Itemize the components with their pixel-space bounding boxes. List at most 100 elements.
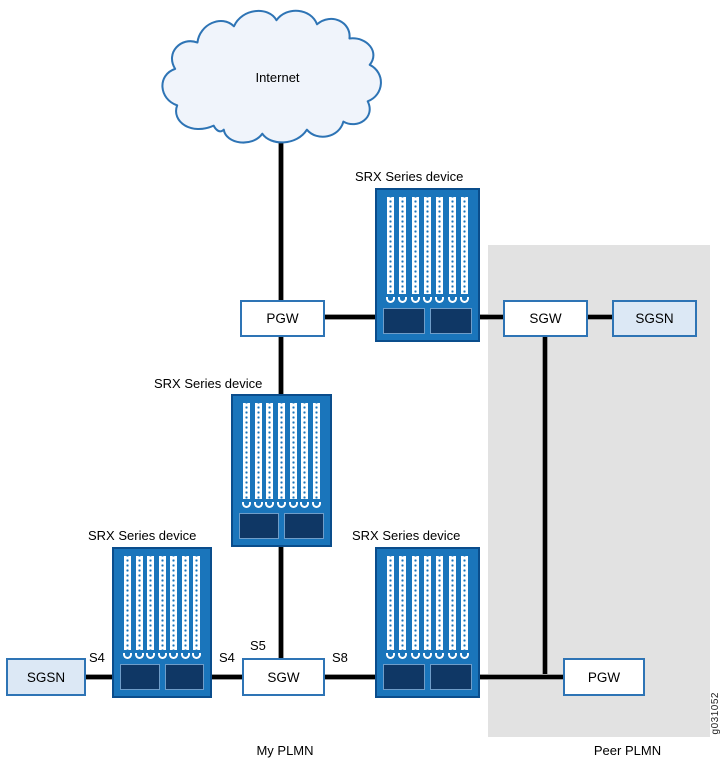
device-slot: [180, 556, 190, 659]
srx-device-label-top: SRX Series device: [355, 169, 464, 184]
slot-handle-icon: [146, 653, 155, 659]
internet-label: Internet: [255, 70, 300, 85]
device-slot: [447, 197, 457, 303]
slot-card: [289, 403, 297, 499]
slot-card: [312, 403, 320, 499]
node-pgw-bottom: PGW: [563, 658, 645, 696]
device-slot: [134, 556, 144, 659]
slot-handle-icon: [169, 653, 178, 659]
device-slot: [459, 197, 469, 303]
device-slot: [242, 403, 251, 508]
device-slot: [459, 556, 469, 659]
slot-handle-icon: [422, 653, 432, 659]
device-slot: [447, 556, 457, 659]
slot-handle-icon: [265, 502, 275, 508]
slot-handle-icon: [398, 297, 408, 303]
link-sgw-pgw-right: [542, 318, 548, 676]
interface-label-s4-left: S4: [89, 650, 105, 665]
slot-handle-icon: [288, 502, 298, 508]
device-slot: [410, 197, 420, 303]
slot-card: [170, 556, 177, 650]
slot-card: [423, 197, 431, 294]
slot-card: [193, 556, 200, 650]
device-slot: [311, 403, 321, 508]
srx-device-top: [375, 188, 480, 342]
device-slot: [169, 556, 178, 659]
device-base-cell: [120, 664, 160, 690]
srx-device-label-bottom-left: SRX Series device: [88, 528, 197, 543]
slot-card: [399, 197, 407, 294]
slot-card: [266, 403, 274, 499]
device-slots: [239, 401, 324, 508]
slot-card: [423, 556, 431, 650]
node-sgsn-bottom: SGSN: [6, 658, 86, 696]
device-slot: [265, 403, 275, 508]
slot-handle-icon: [192, 653, 201, 659]
device-slot: [146, 556, 155, 659]
device-slot: [422, 197, 432, 303]
srx-device-label-bottom-right: SRX Series device: [352, 528, 461, 543]
slot-card: [448, 197, 456, 294]
slot-handle-icon: [180, 653, 190, 659]
slot-handle-icon: [276, 502, 286, 508]
device-base: [239, 513, 324, 539]
device-base-cell: [164, 664, 204, 690]
slot-card: [254, 403, 262, 499]
device-slot: [300, 403, 310, 508]
device-base-cell: [430, 308, 472, 334]
device-slot: [123, 556, 132, 659]
device-slot: [435, 197, 445, 303]
slot-handle-icon: [386, 297, 395, 303]
slot-card: [411, 556, 419, 650]
slot-card: [301, 403, 309, 499]
device-base: [383, 308, 472, 334]
srx-device-label-middle: SRX Series device: [154, 376, 263, 391]
slot-card: [147, 556, 154, 650]
device-slot: [398, 197, 408, 303]
slot-handle-icon: [398, 653, 408, 659]
srx-device-middle: [231, 394, 332, 547]
slot-handle-icon: [435, 297, 445, 303]
device-slots: [120, 554, 204, 659]
slot-card: [277, 403, 285, 499]
device-slot: [398, 556, 408, 659]
slot-handle-icon: [422, 297, 432, 303]
slot-card: [158, 556, 166, 650]
slot-handle-icon: [242, 502, 251, 508]
slot-card: [436, 197, 444, 294]
slot-card: [135, 556, 143, 650]
srx-device-bottom-left: [112, 547, 212, 698]
cloud-icon: [161, 9, 382, 144]
node-sgsn-top: SGSN: [612, 300, 697, 337]
device-base-cell: [383, 308, 425, 334]
slot-handle-icon: [157, 653, 167, 659]
interface-label-s8: S8: [332, 650, 348, 665]
device-base-cell: [284, 513, 324, 539]
my-plmn-label: My PLMN: [256, 743, 314, 758]
slot-handle-icon: [410, 297, 420, 303]
slot-card: [387, 197, 394, 294]
figure-id: g031052: [710, 692, 721, 735]
slot-card: [460, 556, 468, 650]
device-base-cell: [430, 664, 472, 690]
device-slot: [435, 556, 445, 659]
slot-handle-icon: [447, 297, 457, 303]
slot-card: [181, 556, 189, 650]
device-slot: [422, 556, 432, 659]
slot-handle-icon: [311, 502, 321, 508]
peer-plmn-label: Peer PLMN: [593, 743, 662, 758]
device-base: [383, 664, 472, 690]
internet-cloud: Internet: [150, 4, 405, 156]
device-slot: [288, 403, 298, 508]
device-slot: [157, 556, 167, 659]
device-base-cell: [383, 664, 425, 690]
slot-handle-icon: [447, 653, 457, 659]
device-base: [120, 664, 204, 690]
device-slots: [383, 195, 472, 303]
device-slots: [383, 554, 472, 659]
device-slot: [192, 556, 201, 659]
slot-handle-icon: [134, 653, 144, 659]
interface-label-s4-right: S4: [219, 650, 235, 665]
node-pgw-top: PGW: [240, 300, 325, 337]
